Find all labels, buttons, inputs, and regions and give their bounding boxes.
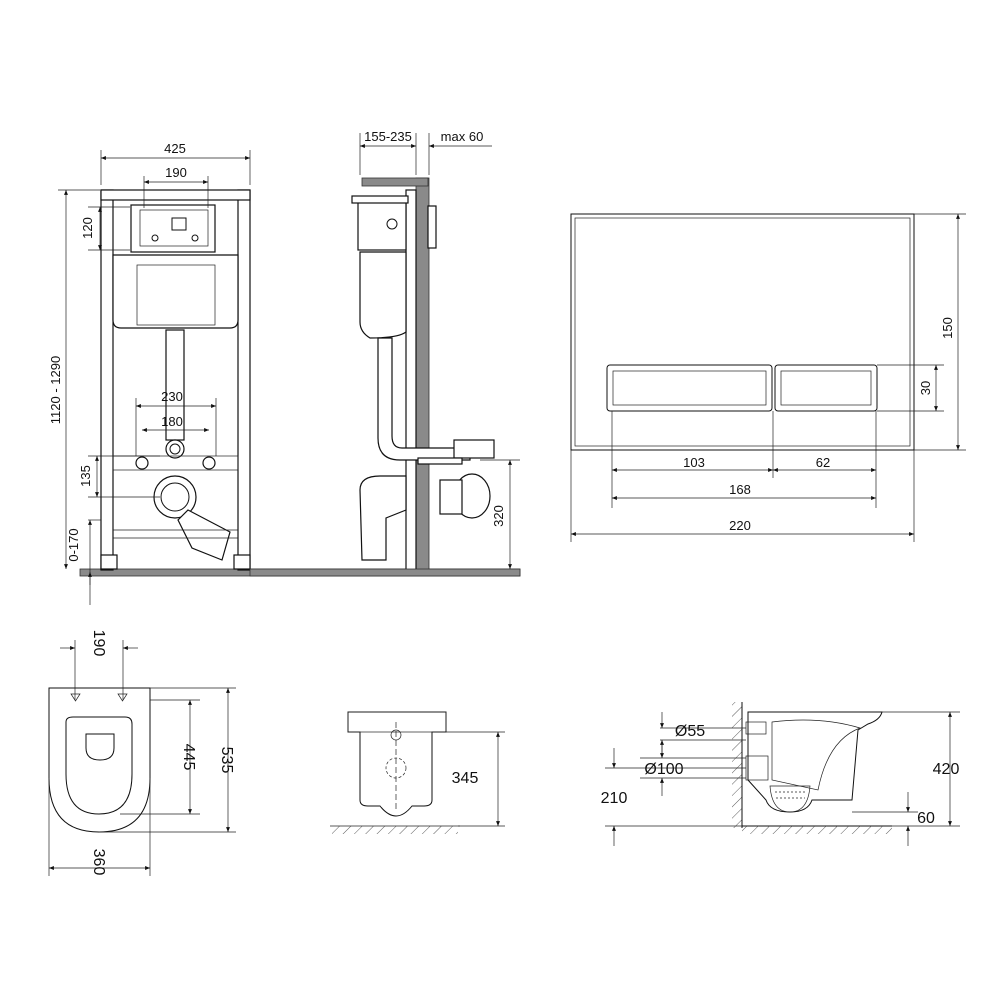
dim-buttons-total: 168 bbox=[729, 482, 751, 497]
bowl-side-inner bbox=[771, 719, 862, 791]
side-floor-hatch bbox=[742, 826, 892, 834]
dim-total-height: 420 bbox=[933, 761, 960, 778]
side-drain-bend bbox=[359, 475, 407, 561]
ceiling-cap bbox=[361, 177, 429, 187]
flush-button-small bbox=[774, 364, 878, 412]
side-drain-neck bbox=[439, 479, 463, 515]
side-upright bbox=[405, 189, 417, 571]
side-outlet-block bbox=[745, 755, 769, 781]
wall-plate bbox=[427, 205, 437, 249]
bowl-side-outline bbox=[747, 711, 883, 813]
right-foot bbox=[233, 554, 251, 570]
frame-side-view: 155-235 max 60 320 bbox=[249, 129, 521, 577]
right-upright bbox=[237, 189, 251, 571]
bolt-bar bbox=[112, 455, 239, 471]
side-inlet bbox=[745, 721, 767, 735]
dim-max-wall: max 60 bbox=[441, 129, 484, 144]
flush-button-large bbox=[606, 364, 773, 412]
side-bolt-rod bbox=[417, 457, 463, 465]
flush-plate-inner bbox=[574, 217, 911, 447]
bowl-side-view: Ø55 Ø100 210 420 60 bbox=[601, 702, 960, 846]
front-floor-hatch bbox=[332, 826, 458, 834]
dim-outer-length: 535 bbox=[218, 747, 235, 774]
dim-bolt-spacing: 190 bbox=[90, 630, 107, 657]
bolt-hole-right bbox=[117, 693, 128, 702]
side-valve-box bbox=[357, 197, 407, 251]
bowl-front-view: 345 bbox=[330, 711, 505, 834]
cistern-body bbox=[112, 254, 239, 329]
side-outlet-connector bbox=[453, 439, 495, 459]
dim-plate-height: 150 bbox=[940, 317, 955, 339]
frame-front-view: 425 190 120 1120 - 1290 230 180 135 0-17… bbox=[48, 141, 521, 605]
side-floor bbox=[249, 568, 521, 577]
dim-right-button: 62 bbox=[816, 455, 830, 470]
wall-section bbox=[415, 177, 430, 571]
bowl-top-opening bbox=[85, 733, 115, 761]
bowl-front-outline bbox=[347, 711, 447, 817]
dim-inner-length: 445 bbox=[180, 744, 197, 771]
valve-center-block bbox=[171, 217, 187, 231]
bolt-hole-left bbox=[70, 693, 81, 702]
side-top-bracket bbox=[351, 195, 409, 204]
dim-floor-gap: 60 bbox=[917, 810, 935, 827]
bowl-front-top-rim bbox=[347, 711, 447, 733]
flush-button-large-inner bbox=[612, 370, 767, 406]
left-foot bbox=[100, 554, 118, 570]
dim-left-button: 103 bbox=[683, 455, 705, 470]
bolt-right bbox=[202, 456, 216, 470]
dim-plate-width: 220 bbox=[729, 518, 751, 533]
drain-inner bbox=[160, 482, 190, 512]
bowl-top-view: 190 445 535 360 bbox=[48, 630, 236, 876]
dim-outlet-height: 320 bbox=[491, 505, 506, 527]
top-rail bbox=[100, 189, 251, 201]
water-inlet-ring bbox=[165, 439, 185, 459]
valve-knob-left bbox=[151, 234, 159, 242]
dim-cistern-box: 190 bbox=[165, 165, 187, 180]
dim-top-offset: 120 bbox=[80, 217, 95, 239]
valve-knob-right bbox=[191, 234, 199, 242]
dim-bowl-width: 360 bbox=[90, 849, 107, 876]
dim-frame-height: 1120 - 1290 bbox=[48, 356, 63, 424]
side-trap bbox=[769, 785, 811, 813]
dim-drain-height: 135 bbox=[78, 465, 93, 487]
side-valve-knob bbox=[386, 218, 398, 230]
dim-front-height: 345 bbox=[452, 770, 479, 787]
bowl-top-rim bbox=[65, 716, 133, 815]
valve-module bbox=[139, 209, 209, 247]
side-wall-hatch bbox=[732, 702, 742, 828]
water-inlet-inner bbox=[169, 443, 181, 455]
dim-frame-width: 425 bbox=[164, 141, 186, 156]
bolt-left bbox=[135, 456, 149, 470]
dim-button-height: 30 bbox=[918, 381, 933, 395]
drain-elbow bbox=[177, 509, 231, 561]
cistern-front-panel bbox=[136, 264, 216, 326]
dim-side-outlet-height: 210 bbox=[601, 790, 628, 807]
side-cistern bbox=[359, 251, 407, 339]
left-upright bbox=[100, 189, 114, 571]
dim-inlet-diameter: Ø55 bbox=[675, 723, 705, 740]
dim-depth-range: 155-235 bbox=[364, 129, 412, 144]
flush-plate-view: 150 30 103 62 168 220 bbox=[570, 213, 966, 542]
cistern-opening bbox=[130, 204, 216, 253]
dim-outlet-diameter: Ø100 bbox=[644, 761, 683, 778]
flush-button-small-inner bbox=[780, 370, 872, 406]
dim-bolt-outer: 230 bbox=[161, 389, 183, 404]
dim-bolt-inner: 180 bbox=[161, 414, 183, 429]
flush-plate-outline bbox=[570, 213, 915, 451]
dim-foot-range: 0-170 bbox=[66, 528, 81, 561]
